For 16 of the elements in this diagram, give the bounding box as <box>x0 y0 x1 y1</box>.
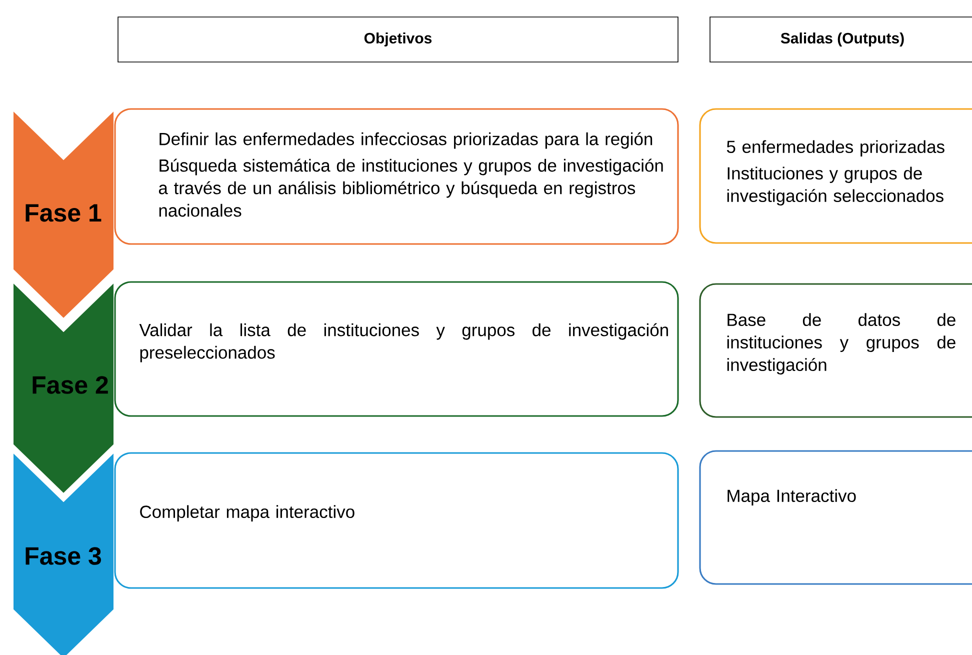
outcome-box <box>114 281 679 417</box>
header-box: Salidas (Outputs) <box>710 16 972 62</box>
body-text: Definir las enfermedades infecciosas priorizadas para la región <box>160 132 652 149</box>
header-box: Objetivos <box>118 16 678 62</box>
body-text: 5 enfermedades priorizadas <box>726 140 944 157</box>
body-text: Completar mapa interactivo <box>140 505 354 522</box>
outcome-box <box>699 108 972 244</box>
outcome-box <box>114 108 679 245</box>
outcome-box <box>699 450 972 585</box>
outcome-box <box>699 283 972 418</box>
body-text: Base de datos de instituciones y grupos de investigación <box>727 313 956 375</box>
outcome-box <box>114 452 679 589</box>
body-text: Validar la lista de instituciones y grupos de investigación preseleccionados <box>139 323 668 362</box>
body-text: Búsqueda sistemática de instituciones y grupos de investigación a través de un análisis bibliométrico y búsqueda en registros nacionales <box>158 158 663 217</box>
body-text: Mapa Interactivo <box>728 489 856 506</box>
body-text: Instituciones y grupos de investigación seleccionados <box>727 166 944 206</box>
